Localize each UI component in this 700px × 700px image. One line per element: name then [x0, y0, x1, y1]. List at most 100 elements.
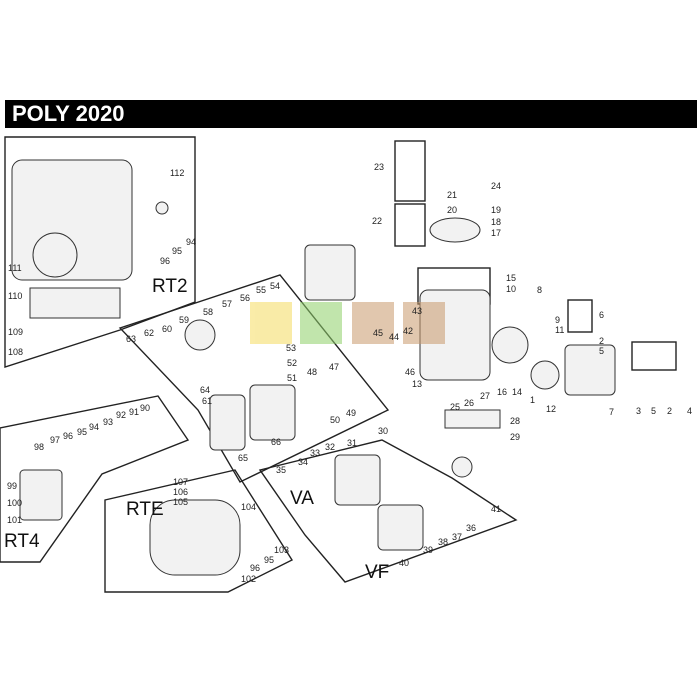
part-label-12: 12 [546, 404, 556, 414]
section-label-rt2: RT2 [152, 276, 188, 297]
part-label-2: 2 [599, 336, 604, 346]
pump-head-right [564, 344, 616, 396]
part-label-103: 103 [274, 545, 289, 555]
part-label-13: 13 [412, 379, 422, 389]
part-label-101: 101 [7, 515, 22, 525]
parts [11, 159, 616, 576]
part-label-10: 10 [506, 284, 516, 294]
part-label-58: 58 [203, 307, 213, 317]
part-label-54: 54 [270, 281, 280, 291]
part-label-46: 46 [405, 367, 415, 377]
part-label-94: 94 [186, 237, 196, 247]
part-label-5: 5 [599, 346, 604, 356]
part-label-7: 7 [609, 407, 614, 417]
part-label-8: 8 [537, 285, 542, 295]
part-label-66: 66 [271, 437, 281, 447]
engine-flywheel [32, 232, 78, 278]
bearing-59 [184, 319, 216, 351]
part-label-64: 64 [200, 385, 210, 395]
part-label-105: 105 [173, 497, 188, 507]
part-label-94: 94 [89, 422, 99, 432]
part-label-99: 99 [7, 481, 17, 491]
gear-housing [249, 384, 296, 441]
part-label-110: 110 [8, 291, 22, 301]
part-label-96: 96 [63, 431, 73, 441]
flange-vf [377, 504, 424, 551]
coupling-rt4 [19, 469, 63, 521]
part-label-5: 5 [651, 406, 656, 416]
part-label-100: 100 [7, 498, 22, 508]
part-label-23: 23 [374, 162, 384, 172]
watermark-tile-3 [352, 302, 394, 344]
part-label-16: 16 [497, 387, 507, 397]
part-label-6: 6 [599, 310, 604, 320]
part-label-97: 97 [50, 435, 60, 445]
section-label-rt4: RT4 [4, 531, 40, 552]
part-label-60: 60 [162, 324, 172, 334]
section-label-rte: RTE [126, 499, 164, 520]
part-label-93: 93 [103, 417, 113, 427]
part-label-19: 19 [491, 205, 501, 215]
part-label-90: 90 [140, 403, 150, 413]
part-label-26: 26 [464, 398, 474, 408]
diaphragm-1 [530, 360, 560, 390]
part-label-41: 41 [491, 504, 501, 514]
part-label-28: 28 [510, 416, 520, 426]
part-label-50: 50 [330, 415, 340, 425]
part-label-43: 43 [412, 306, 422, 316]
part-label-38: 38 [438, 537, 448, 547]
part-label-3: 3 [636, 406, 641, 416]
part-label-42: 42 [403, 326, 413, 336]
seal-112 [155, 201, 169, 215]
part-label-51: 51 [287, 373, 297, 383]
part-label-35: 35 [276, 465, 286, 475]
engine-base [29, 287, 121, 319]
part-label-34: 34 [298, 457, 308, 467]
part-label-108: 108 [8, 347, 23, 357]
part-label-47: 47 [329, 362, 339, 372]
motor-rte [149, 499, 241, 576]
part-label-95: 95 [264, 555, 274, 565]
part-label-30: 30 [378, 426, 388, 436]
part-label-91: 91 [129, 407, 139, 417]
section-label-vf: VF [365, 562, 389, 583]
box-22 [394, 203, 426, 247]
part-label-31: 31 [347, 438, 357, 448]
watermark-tile-4 [403, 302, 445, 344]
part-label-1: 1 [530, 395, 535, 405]
part-label-106: 106 [173, 487, 188, 497]
part-label-2: 2 [667, 406, 672, 416]
panel-rt4 [0, 395, 190, 563]
part-label-53: 53 [286, 343, 296, 353]
panel-pump-drive [118, 274, 390, 483]
part-label-62: 62 [144, 328, 154, 338]
part-label-52: 52 [287, 358, 297, 368]
part-label-95: 95 [172, 246, 182, 256]
watermark-tile-1 [250, 302, 292, 344]
part-label-92: 92 [116, 410, 126, 420]
seal-41 [451, 456, 473, 478]
part-label-96: 96 [250, 563, 260, 573]
diagram-title: POLY 2020 [12, 101, 125, 126]
part-label-32: 32 [325, 442, 335, 452]
part-label-14: 14 [512, 387, 522, 397]
panels [0, 136, 677, 593]
part-label-39: 39 [423, 545, 433, 555]
box-23 [394, 140, 426, 202]
part-label-49: 49 [346, 408, 356, 418]
part-label-45: 45 [373, 328, 383, 338]
part-label-112: 112 [170, 168, 184, 178]
part-label-21: 21 [447, 190, 457, 200]
flange-65 [209, 394, 246, 451]
part-label-17: 17 [491, 228, 501, 238]
part-label-15: 15 [506, 273, 516, 283]
watermark [250, 302, 445, 344]
bracket-28 [444, 409, 501, 429]
part-label-25: 25 [450, 402, 460, 412]
part-label-20: 20 [447, 205, 457, 215]
part-label-22: 22 [372, 216, 382, 226]
part-label-55: 55 [256, 285, 266, 295]
